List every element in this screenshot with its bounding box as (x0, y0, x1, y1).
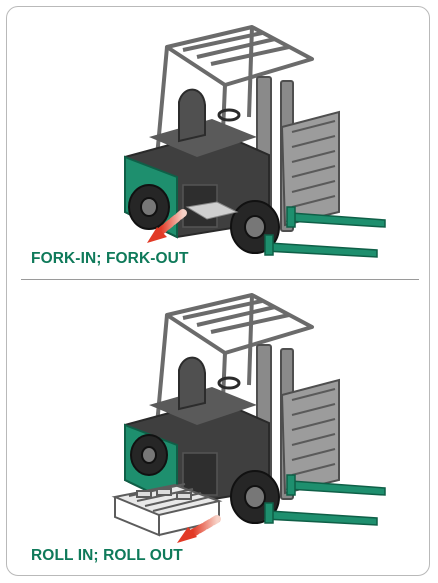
section-divider (21, 279, 419, 280)
figure-card: FORK-IN; FORK-OUT (6, 6, 430, 576)
direction-arrow-roll (177, 519, 217, 543)
forklift-fork-illustration (7, 7, 431, 279)
seat (179, 90, 205, 141)
caption-roll-in-out: ROLL IN; ROLL OUT (31, 547, 183, 565)
forklift-roll-illustration (7, 285, 431, 577)
panel-fork-in-out: FORK-IN; FORK-OUT (7, 7, 429, 279)
caption-fork-in-out: FORK-IN; FORK-OUT (31, 250, 189, 268)
seat (179, 358, 205, 409)
panel-roll-in-out: ROLL IN; ROLL OUT (7, 285, 429, 577)
